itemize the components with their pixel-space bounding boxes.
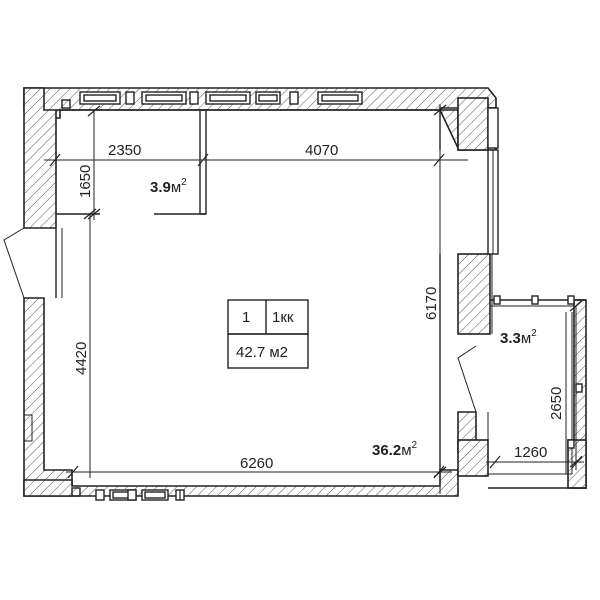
window-bottom-divider-2 <box>127 489 137 501</box>
room-outline <box>55 109 441 470</box>
window-bottom-2 <box>141 489 169 501</box>
left-niche <box>23 414 33 442</box>
windows <box>79 91 586 501</box>
wall-left-lower <box>23 297 73 497</box>
main-area-label: 36.2м2 <box>372 440 418 459</box>
window-top-divider-1 <box>125 91 135 105</box>
corner-marker-bottom <box>71 487 81 497</box>
apartment-number: 1 <box>242 309 250 326</box>
window-top-divider-2 <box>189 91 199 105</box>
main-area-value: 36.2 <box>372 442 401 459</box>
window-bottom-divider-1 <box>95 489 105 501</box>
wall-right-column-middle <box>457 253 491 335</box>
window-top-divider-3 <box>289 91 299 105</box>
bathroom-area-sup: 2 <box>181 177 187 188</box>
main-area-sup: 2 <box>412 440 418 451</box>
wall-right-column-bottom <box>457 439 489 477</box>
dim-bottom: 6260 <box>240 455 273 472</box>
dim-left-lower: 4420 <box>73 342 90 375</box>
apartment-total-area: 42.7 м2 <box>236 344 288 361</box>
main-area-unit: м <box>401 442 411 459</box>
window-top-2 <box>141 91 187 105</box>
bathroom-area-unit: м <box>171 179 181 196</box>
balcony-area-sup: 2 <box>531 328 537 339</box>
balcony-area-unit: м <box>521 330 531 347</box>
dim-balcony-height: 2650 <box>548 387 565 420</box>
window-top-5 <box>317 91 363 105</box>
dim-right-tall: 6170 <box>423 287 440 320</box>
wall-right-column-top <box>457 97 489 151</box>
wall-bottom <box>23 469 459 497</box>
entry-door-swing <box>3 227 25 299</box>
window-top-4 <box>255 91 281 105</box>
balcony-area-value: 3.3 <box>500 330 521 347</box>
window-top-1 <box>79 91 121 105</box>
apartment-info-box: 1 1кк 42.7 м2 <box>227 299 309 369</box>
bathroom-area-value: 3.9 <box>150 179 171 196</box>
corner-marker <box>61 99 71 109</box>
dimension-lines <box>44 104 584 500</box>
balcony-door-swing <box>457 345 477 413</box>
window-top-3 <box>205 91 251 105</box>
balcony-frame <box>487 254 586 489</box>
dim-top-right: 4070 <box>305 142 338 159</box>
interior-lines <box>3 99 477 497</box>
apartment-type: 1кк <box>272 309 294 326</box>
dim-top-left: 2350 <box>108 142 141 159</box>
dim-balcony-width: 1260 <box>514 444 547 461</box>
balcony-area-label: 3.3м2 <box>500 328 537 347</box>
dim-left-upper: 1650 <box>77 165 94 198</box>
window-right-upper <box>487 107 499 255</box>
bathroom-area-label: 3.9м2 <box>150 177 187 196</box>
